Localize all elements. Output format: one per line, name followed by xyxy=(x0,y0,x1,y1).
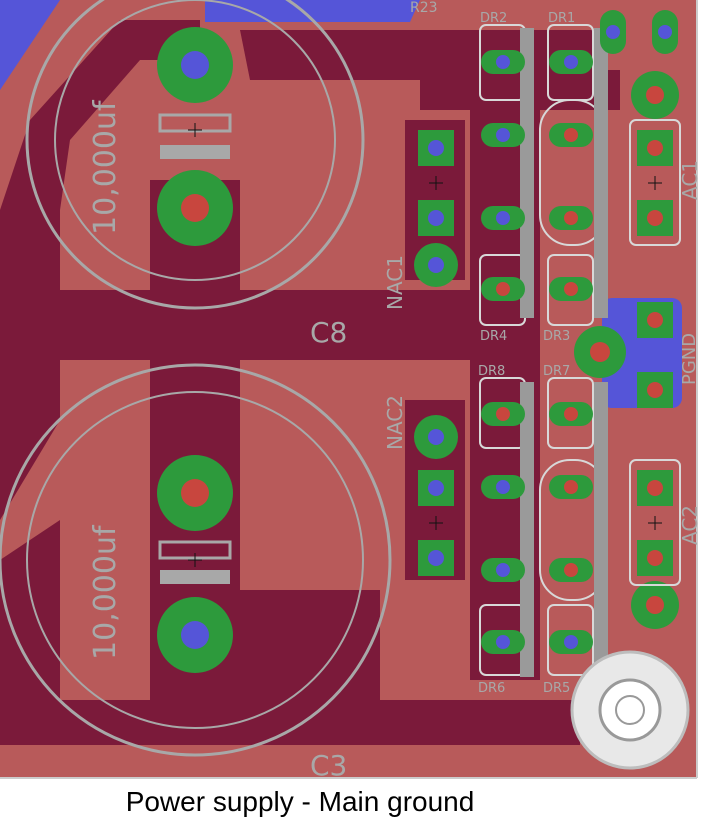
label-ac1: AC1 xyxy=(678,160,702,200)
ac1-pad-1-drill xyxy=(646,86,664,104)
label-dr8: DR8 xyxy=(478,364,505,379)
dr5-pad-drill xyxy=(564,635,578,649)
dr8-pad-drill xyxy=(496,407,510,421)
ac2-pad-3-drill xyxy=(646,596,664,614)
dr2-pads xyxy=(481,50,525,74)
top-left-blue-region xyxy=(0,0,60,90)
diode-bar-3 xyxy=(520,382,534,677)
c8-pad-positive-drill xyxy=(181,51,209,79)
label-pgnd: PGND xyxy=(679,333,700,385)
label-r23: R23 xyxy=(410,0,438,16)
dr-pad-e1-drill xyxy=(496,480,510,494)
trace-bottom-bus xyxy=(0,700,580,745)
pcb-layout: C8 C3 10,000uf 10,000uf NAC1 NAC2 AC1 AC… xyxy=(0,0,702,782)
ac1-connector xyxy=(631,71,679,236)
nac2-pad-3-drill xyxy=(428,550,444,566)
r23-pad-1-drill xyxy=(606,25,620,39)
mounting-hole xyxy=(570,650,690,770)
nac1-pad-2-drill xyxy=(428,210,444,226)
ac2-outline xyxy=(629,459,681,586)
diode-bar-4 xyxy=(594,382,608,677)
diode-pads xyxy=(481,50,593,654)
trace-left-outer xyxy=(0,20,200,520)
ac2-pad-2-drill xyxy=(647,550,663,566)
ac2-pad-1-drill xyxy=(647,480,663,496)
c8-polarity-fill xyxy=(160,145,230,159)
nac2-connector xyxy=(414,415,458,576)
label-ac2: AC2 xyxy=(678,505,702,545)
c8-pad-negative-drill xyxy=(181,194,209,222)
ac1-pad-2-drill xyxy=(647,140,663,156)
dr-pad-b1-drill xyxy=(496,128,510,142)
c3-polarity-fill xyxy=(160,570,230,584)
dr-pad-f2-drill xyxy=(564,563,578,577)
c8-pads xyxy=(157,27,233,246)
c3-pads xyxy=(157,455,233,673)
c8-outline xyxy=(25,0,365,310)
c3-pad-negative-drill xyxy=(181,621,209,649)
label-nac2: NAC2 xyxy=(383,395,407,450)
trace-bottom-left xyxy=(0,520,60,720)
dr2-pad-drill xyxy=(496,55,510,69)
dr-pad-c1-drill xyxy=(496,211,510,225)
dr-pad-e2-drill xyxy=(564,480,578,494)
label-c8-value: 10,000uf xyxy=(88,99,123,235)
label-dr6: DR6 xyxy=(478,681,505,696)
ac2-connector xyxy=(631,470,679,629)
label-dr1: DR1 xyxy=(548,11,575,26)
dr1-pads xyxy=(549,50,593,74)
dr-pad-c2-drill xyxy=(564,211,578,225)
pgnd-connector xyxy=(574,302,673,408)
label-dr2: DR2 xyxy=(480,11,507,26)
label-dr7: DR7 xyxy=(543,364,570,379)
pgnd-pad-1-drill xyxy=(647,312,663,328)
dr-pad-f1-drill xyxy=(496,563,510,577)
c3-pad-positive-drill xyxy=(181,479,209,507)
dr3-outline xyxy=(547,254,594,326)
label-c3-value: 10,000uf xyxy=(88,524,123,660)
c3-inner-ring xyxy=(26,391,364,729)
pgnd-pad-2-drill xyxy=(590,342,610,362)
diode-bar-2 xyxy=(594,28,608,318)
nac1-pad-3-drill xyxy=(428,257,444,273)
label-dr5: DR5 xyxy=(543,681,570,696)
label-nac1: NAC1 xyxy=(383,255,407,310)
label-c3: C3 xyxy=(310,749,347,782)
top-blue-strip xyxy=(205,0,420,22)
diode-outlines xyxy=(479,24,681,676)
c3-outline xyxy=(0,363,392,757)
nac1-connector xyxy=(414,130,458,287)
nac2-pad-2-drill xyxy=(428,480,444,496)
label-c8: C8 xyxy=(310,316,347,349)
dr4-pad-drill xyxy=(496,282,510,296)
nac2-pad-1-drill xyxy=(428,429,444,445)
trace-mid-horizontal xyxy=(60,290,520,360)
r23-pads xyxy=(600,10,678,54)
figure-caption: Power supply - Main ground xyxy=(125,786,475,817)
origin-crosses xyxy=(188,123,662,567)
dr-pad-b2-drill xyxy=(564,128,578,142)
ac1-pad-3-drill xyxy=(647,210,663,226)
nac1-pad-1-drill xyxy=(428,140,444,156)
label-dr3: DR3 xyxy=(543,329,570,344)
pgnd-pad-3-drill xyxy=(647,382,663,398)
dr3-pad-drill xyxy=(564,282,578,296)
dr7-pad-drill xyxy=(564,407,578,421)
diode-bar-1 xyxy=(520,28,534,318)
mounting-hole-center xyxy=(615,695,645,725)
dr6-pad-drill xyxy=(496,635,510,649)
ac1-outline xyxy=(629,119,681,246)
label-dr4: DR4 xyxy=(480,329,507,344)
c8-inner-ring xyxy=(54,0,336,281)
dr7-outline xyxy=(547,377,594,449)
diode-bars xyxy=(520,28,608,677)
dr1-pad-drill xyxy=(564,55,578,69)
dr5-outline xyxy=(547,604,594,676)
r23-pad-2-drill xyxy=(658,25,672,39)
